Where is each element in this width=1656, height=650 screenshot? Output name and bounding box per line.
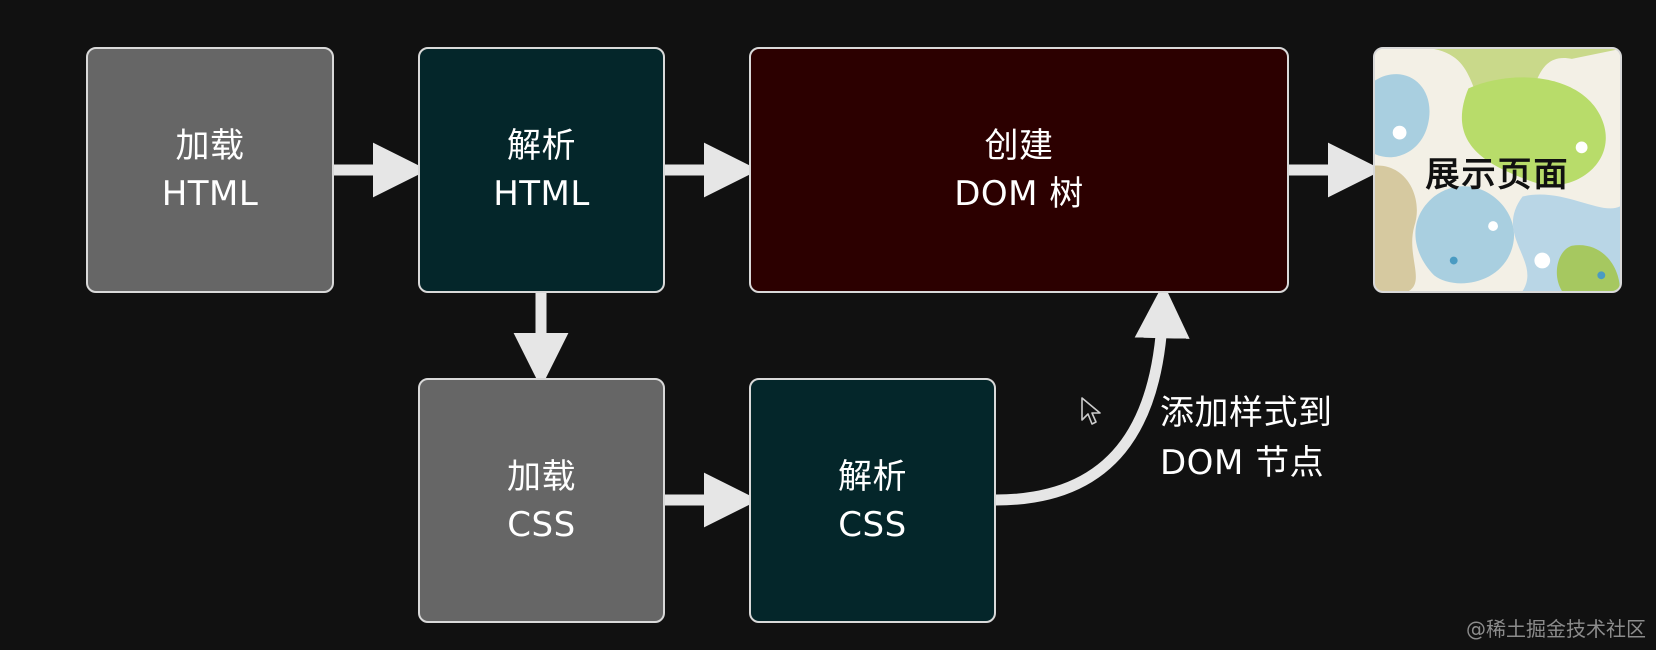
load-css-line2: CSS xyxy=(507,504,576,545)
display-page-illustration xyxy=(1375,49,1620,291)
parse-html-box: 解析 HTML xyxy=(418,47,665,293)
load-html-line2: HTML xyxy=(161,174,259,214)
load-css-line1: 加载 xyxy=(507,456,576,497)
mouse-pointer-icon xyxy=(1081,397,1101,425)
parse-css-line2: CSS xyxy=(838,504,907,545)
load-html-box: 加载 HTML xyxy=(86,47,334,293)
create-dom-line2: DOM 树 xyxy=(954,174,1084,214)
watermark: @稀土掘金技术社区 xyxy=(1466,617,1646,641)
parse-css-line1: 解析 xyxy=(838,456,907,497)
create-dom-line1: 创建 xyxy=(984,126,1054,166)
annotation-line2: DOM 节点 xyxy=(1160,443,1325,483)
load-html-line1: 加载 xyxy=(175,126,245,166)
add-styles-annotation: 添加样式到 DOM 节点 xyxy=(1160,388,1380,488)
parse-html-line1: 解析 xyxy=(507,126,576,166)
annotation-line1: 添加样式到 xyxy=(1160,393,1333,433)
parse-css-box: 解析 CSS xyxy=(749,378,996,623)
display-page-box: 展示页面 xyxy=(1373,47,1622,293)
parse-html-line2: HTML xyxy=(493,174,590,214)
create-dom-box: 创建 DOM 树 xyxy=(749,47,1289,293)
display-page-label: 展示页面 xyxy=(1425,155,1570,195)
load-css-box: 加载 CSS xyxy=(418,378,665,623)
